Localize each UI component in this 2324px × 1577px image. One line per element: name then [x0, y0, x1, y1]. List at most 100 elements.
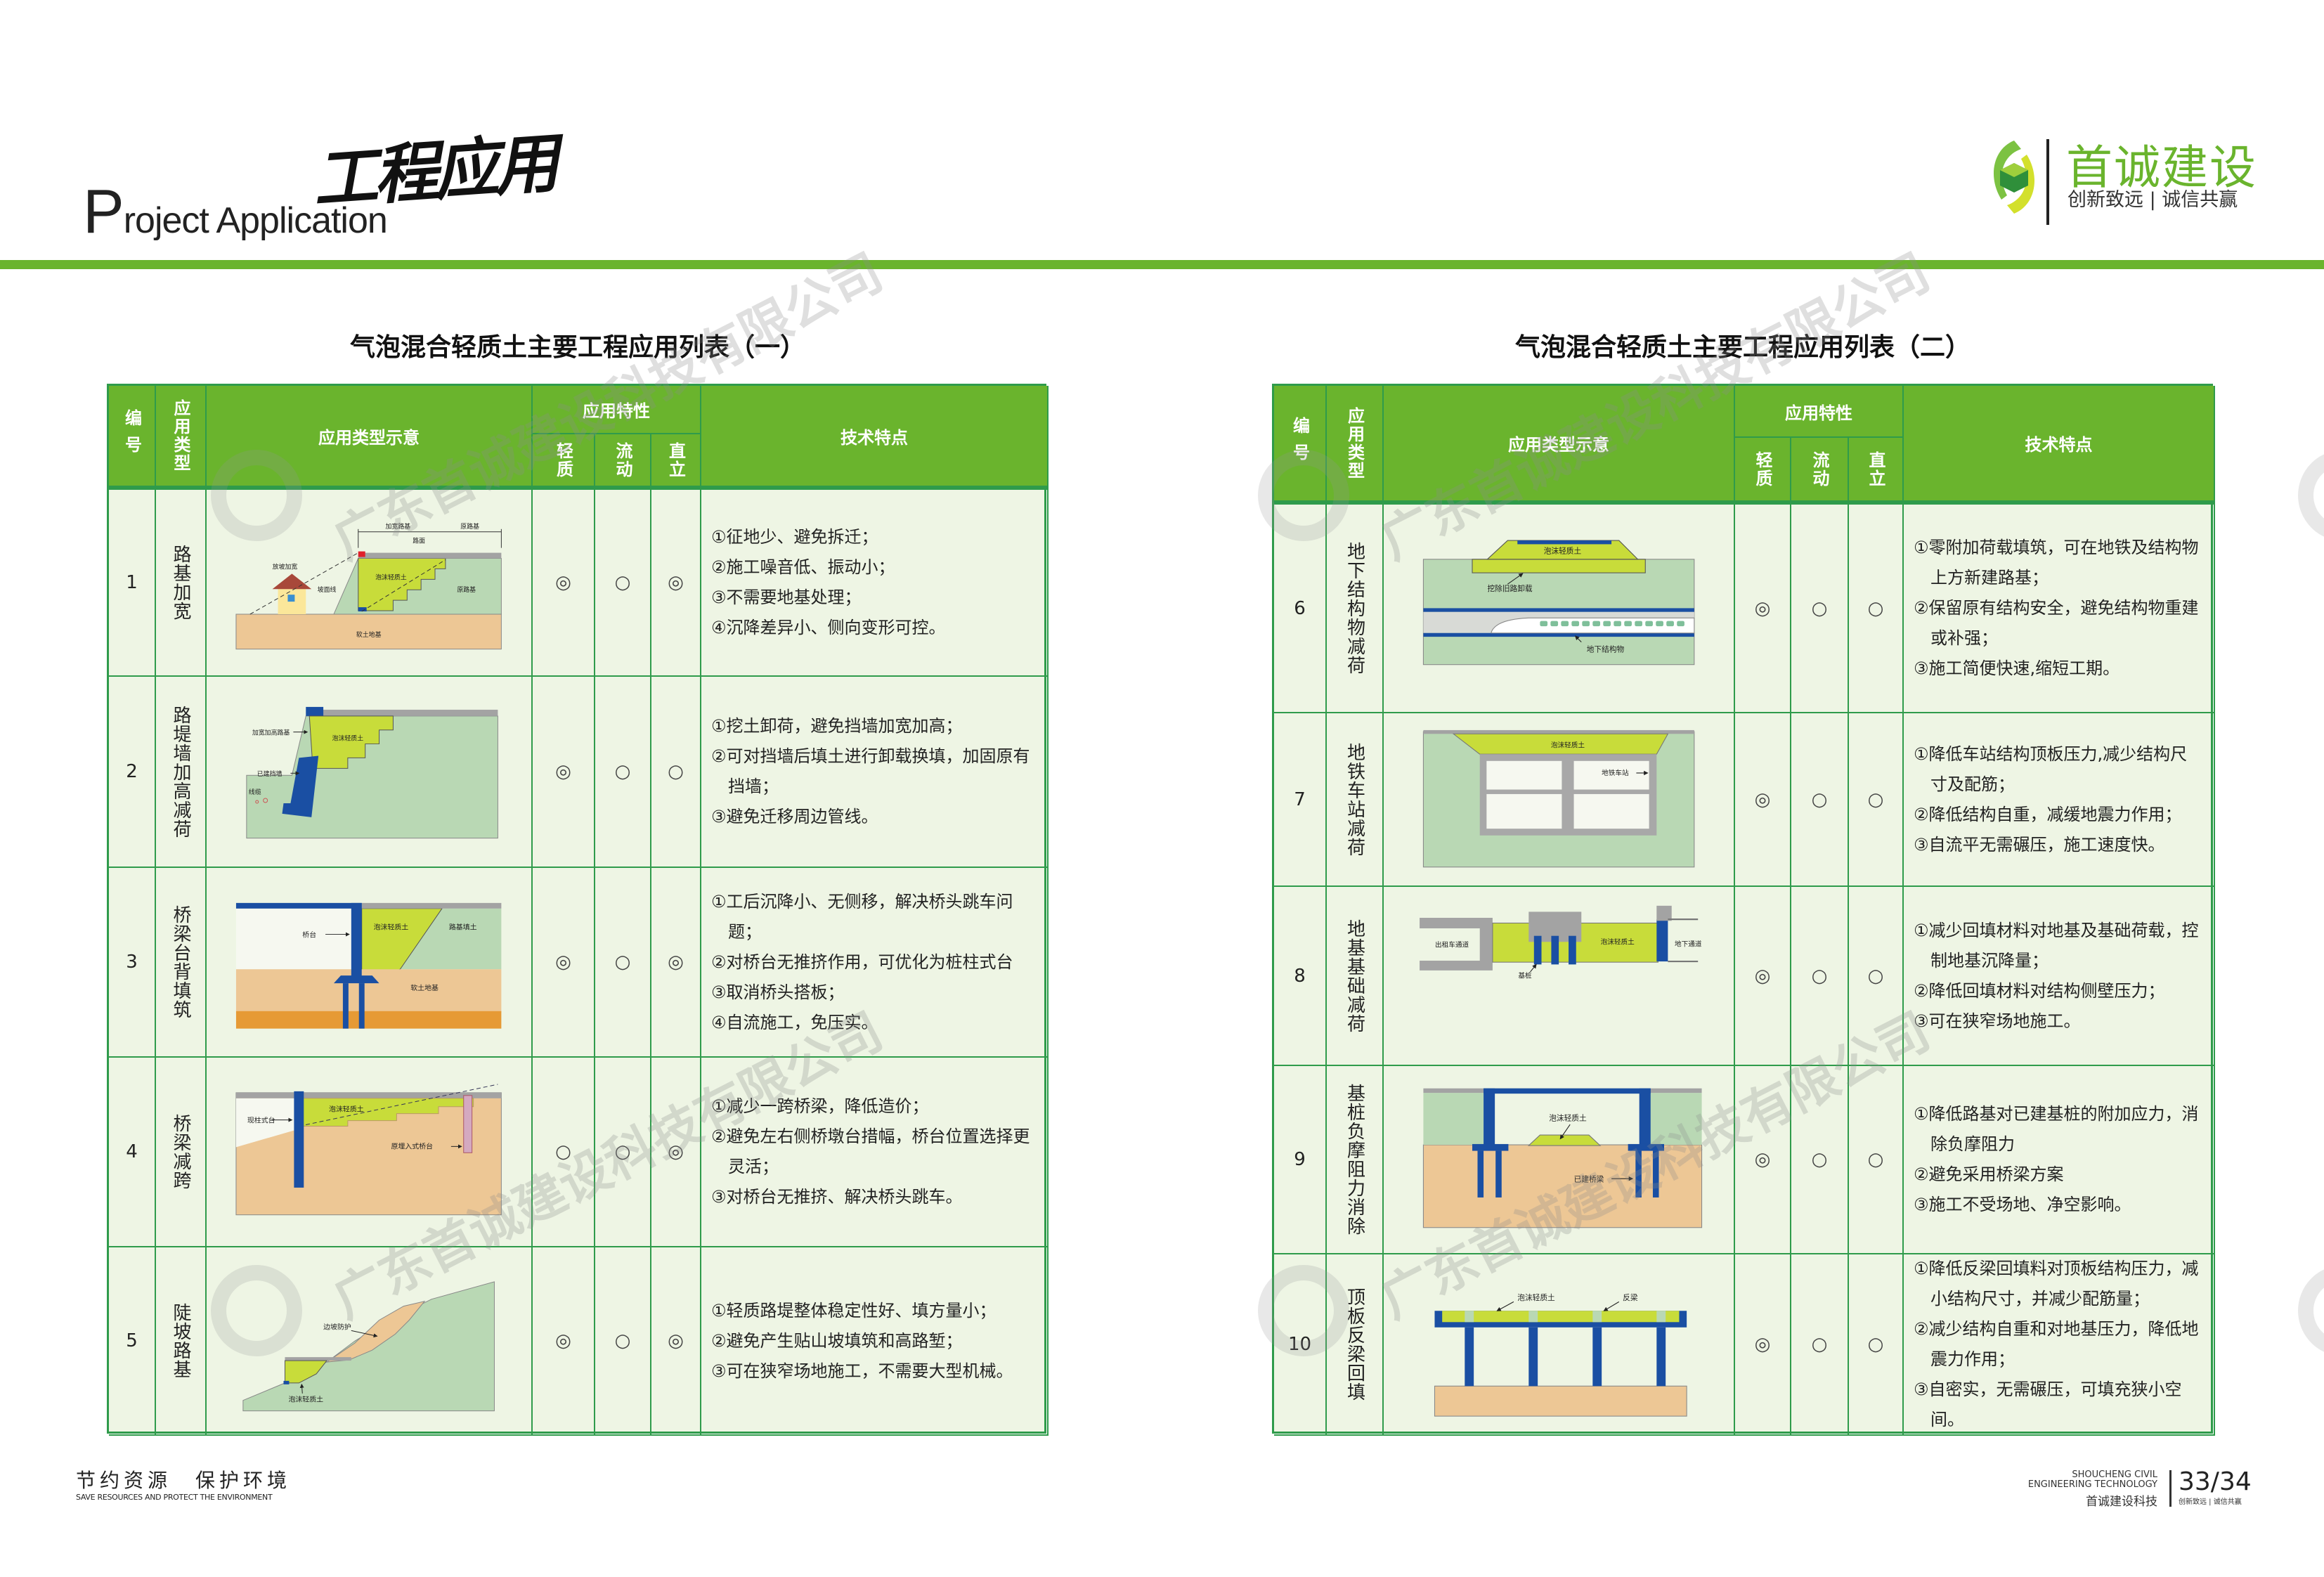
tech-feature-item: ①降低车站结构顶板压力,减少结构尺寸及配筋；: [1914, 744, 2188, 794]
header-properties: 应用特性: [1735, 386, 1904, 438]
footer-divider: [2169, 1470, 2172, 1507]
tech-feature-item: ②降低回填材料对结构侧壁压力；: [1914, 980, 2165, 1001]
diagram-figure: 桥台泡沫轻质土路基填土软土地基: [236, 902, 502, 1029]
application-type-label: 路基加宽: [170, 545, 191, 621]
header-flow-label: 流动: [613, 441, 632, 479]
header-upright: 直立: [1849, 438, 1904, 505]
heading-rest: roject Application: [123, 200, 388, 241]
row-number: 8: [1274, 887, 1327, 1066]
property-mark: ◎: [533, 490, 595, 677]
header-no: 编号: [109, 386, 156, 490]
diagram-label: 地铁车站: [1602, 769, 1629, 777]
application-type-label: 基桩负摩阻力消除: [1344, 1084, 1365, 1235]
tech-features: ①零附加荷载填筑，可在地铁及结构物上方新建路基；②保留原有结构安全，避免结构物重…: [1904, 505, 2215, 713]
header-flow-label: 流动: [1810, 450, 1829, 488]
application-diagram: 泡沫轻质土地铁车站: [1384, 713, 1735, 887]
tech-feature-item: ①挖土卸荷，避免挡墙加宽加高；: [711, 716, 963, 736]
tech-feature-item: ①降低反梁回填料对顶板结构压力，减小结构尺寸，并减少配筋量；: [1914, 1259, 2199, 1309]
header-no-label: 编号: [122, 409, 142, 462]
diagram-label: 基桩: [1518, 972, 1532, 980]
header-flow: 流动: [595, 434, 651, 490]
tech-feature-item: ②对桥台无推挤作用，可优化为桩柱式台: [711, 952, 1013, 972]
tech-feature-item: ②可对挡墙后填土进行卸载换填，加固原有挡墙；: [711, 746, 1030, 796]
diagram-label: 放坡加宽: [273, 562, 298, 571]
property-mark: ○: [1849, 887, 1904, 1066]
tech-feature-item: ②施工噪音低、振动小；: [711, 557, 895, 577]
property-mark: ◎: [533, 1247, 595, 1436]
header-light-label: 轻质: [1753, 450, 1772, 488]
application-type-label: 陡坡路基: [170, 1303, 191, 1379]
tech-feature-item: ②避免采用桥梁方案: [1914, 1164, 2064, 1184]
diagram-label: 地下结构物: [1587, 645, 1625, 654]
diagram-label: 地下通道: [1675, 940, 1702, 949]
property-mark: ◎: [1735, 505, 1791, 713]
property-mark: ◎: [651, 490, 701, 677]
footer-company-cn: 首诚建设科技: [2086, 1495, 2157, 1509]
tech-feature-item: ①减少回填材料对地基及基础荷载，控制地基沉降量；: [1914, 920, 2199, 971]
diagram-label: 泡沫轻质土: [289, 1394, 324, 1403]
tech-feature-item: ③可在狭窄场地施工。: [1914, 1011, 2081, 1031]
row-number: 7: [1274, 713, 1327, 887]
diagram-label: 泡沫轻质土: [329, 1104, 364, 1113]
company-en-line-2: ENGINEERING TECHNOLOGY: [2027, 1479, 2157, 1490]
table-2-title: 气泡混合轻质土主要工程应用列表（二）: [1514, 333, 1971, 362]
tech-feature-item: ①减少一跨桥梁，降低造价；: [711, 1096, 929, 1116]
header-upright-label: 直立: [1866, 450, 1885, 488]
header-diagram: 应用类型示意: [1384, 386, 1735, 505]
tech-features: ①减少一跨桥梁，降低造价；②避免左右侧桥墩台措幅，桥台位置选择更灵活；③对桥台无…: [701, 1058, 1049, 1247]
diagram-label: 软土地基: [356, 630, 382, 638]
tech-feature-item: ③可在狭窄场地施工，不需要大型机械。: [711, 1361, 1013, 1381]
application-diagram: 加宽路基原路基路面放坡加宽坡面线泡沫轻质土原路基软土地基: [207, 490, 533, 677]
row-number: 6: [1274, 505, 1327, 713]
header-light: 轻质: [533, 434, 595, 490]
header-divider: [0, 260, 2324, 269]
tech-feature-item: ①征地少、避免拆迁；: [711, 527, 878, 547]
tech-feature-item: ②避免产生贴山坡填筑和高路堑；: [711, 1330, 963, 1351]
property-mark: ○: [1791, 713, 1849, 887]
diagram-label: 泡沫轻质土: [1600, 938, 1634, 947]
application-type-label: 地下结构物减荷: [1344, 542, 1365, 675]
tech-feature-item: ②减少结构自重和对地基压力，降低地震力作用；: [1914, 1319, 2199, 1369]
property-mark: ○: [651, 677, 701, 868]
table-1-title: 气泡混合轻质土主要工程应用列表（一）: [349, 333, 806, 362]
property-mark: ○: [595, 490, 651, 677]
application-type: 路基加宽: [156, 490, 207, 677]
property-mark: ○: [1849, 1254, 1904, 1436]
diagram-label: 泡沫轻质土: [1544, 546, 1582, 555]
diagram-label: 边坡防护: [323, 1322, 351, 1331]
property-mark: ◎: [533, 677, 595, 868]
footer-slogan-cn: 节约资源 保护环境: [76, 1469, 292, 1492]
tech-feature-item: ②降低结构自重，减缓地震力作用；: [1914, 804, 2182, 824]
diagram-label: 已建挡墙: [257, 770, 283, 778]
company-en-line-1: SHOUCHENG CIVIL: [2072, 1469, 2157, 1480]
company-slogan: 创新致远 | 诚信共赢: [2067, 189, 2238, 211]
tech-feature-item: ③对桥台无推挤、解决桥头跳车。: [711, 1187, 963, 1207]
diagram-label: 反梁: [1623, 1293, 1638, 1302]
diagram-label: 坡面线: [318, 585, 337, 594]
row-number: 2: [109, 677, 156, 868]
application-diagram: 泡沫轻质土现柱式台原埋入式桥台: [207, 1058, 533, 1247]
header-type: 应用类型: [156, 386, 207, 490]
row-number: 5: [109, 1247, 156, 1436]
footer-slogan: 创新致远 | 诚信共赢: [2179, 1498, 2242, 1506]
application-diagram: 出租车通道泡沫轻质土地下通道基桩: [1384, 887, 1735, 1066]
tech-feature-item: ③自流平无需碾压，施工速度快。: [1914, 834, 2165, 855]
diagram-label: 泡沫轻质土: [1517, 1293, 1555, 1302]
tech-features: ①降低反梁回填料对顶板结构压力，减小结构尺寸，并减少配筋量； ②减少结构自重和对地…: [1904, 1254, 2215, 1436]
diagram-label: 泡沫轻质土: [1551, 741, 1585, 750]
application-type-label: 路堤墙加高减荷: [170, 705, 191, 838]
tech-feature-item: ④沉降差异小、侧向变形可控。: [711, 618, 946, 637]
application-diagram: 泡沫轻质土 反梁: [1384, 1254, 1735, 1436]
tech-feature-item: ③不需要地基处理；: [711, 588, 862, 607]
property-mark: ○: [533, 1058, 595, 1247]
header-no-label: 编号: [1290, 416, 1310, 470]
property-mark: ○: [1849, 713, 1904, 887]
tech-features: ①降低车站结构顶板压力,减少结构尺寸及配筋； ②降低结构自重，减缓地震力作用； ③自…: [1904, 713, 2215, 887]
property-mark: ◎: [651, 868, 701, 1058]
tech-feature-item: ④自流施工，免压实。: [711, 1012, 878, 1032]
application-diagram: 边坡防护泡沫轻质土: [207, 1247, 533, 1436]
